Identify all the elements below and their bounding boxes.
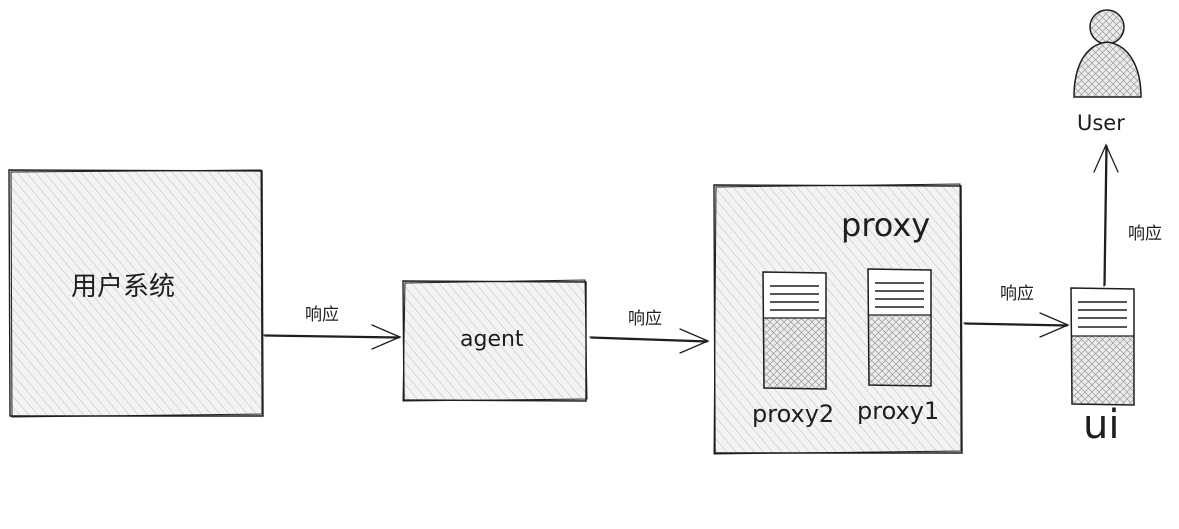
proxy1-server-icon xyxy=(867,268,932,387)
edge-label-agent-proxy: 响应 xyxy=(628,309,662,329)
user-system-box xyxy=(8,169,264,418)
agent-box xyxy=(402,279,588,402)
edge-label-user-system-agent: 响应 xyxy=(305,305,339,325)
ui-label: ui xyxy=(1083,402,1120,448)
arrow-agent-to-proxy xyxy=(589,328,710,354)
user-system-label: 用户系统 xyxy=(71,272,176,302)
user-person-icon xyxy=(1073,9,1142,98)
user-label: User xyxy=(1077,111,1125,135)
arrow-user-system-to-agent xyxy=(263,324,402,350)
proxy2-label: proxy2 xyxy=(752,400,835,428)
ui-server-icon xyxy=(1070,287,1135,406)
arrow-proxy-to-ui xyxy=(963,312,1070,338)
edge-label-proxy-ui: 响应 xyxy=(1000,284,1034,304)
proxy-group-label: proxy xyxy=(841,206,931,244)
proxy1-label: proxy1 xyxy=(857,397,940,425)
edge-label-ui-user: 响应 xyxy=(1128,224,1162,244)
proxy2-server-icon xyxy=(762,271,827,390)
agent-label: agent xyxy=(460,327,524,352)
arrow-ui-to-user xyxy=(1093,143,1119,287)
